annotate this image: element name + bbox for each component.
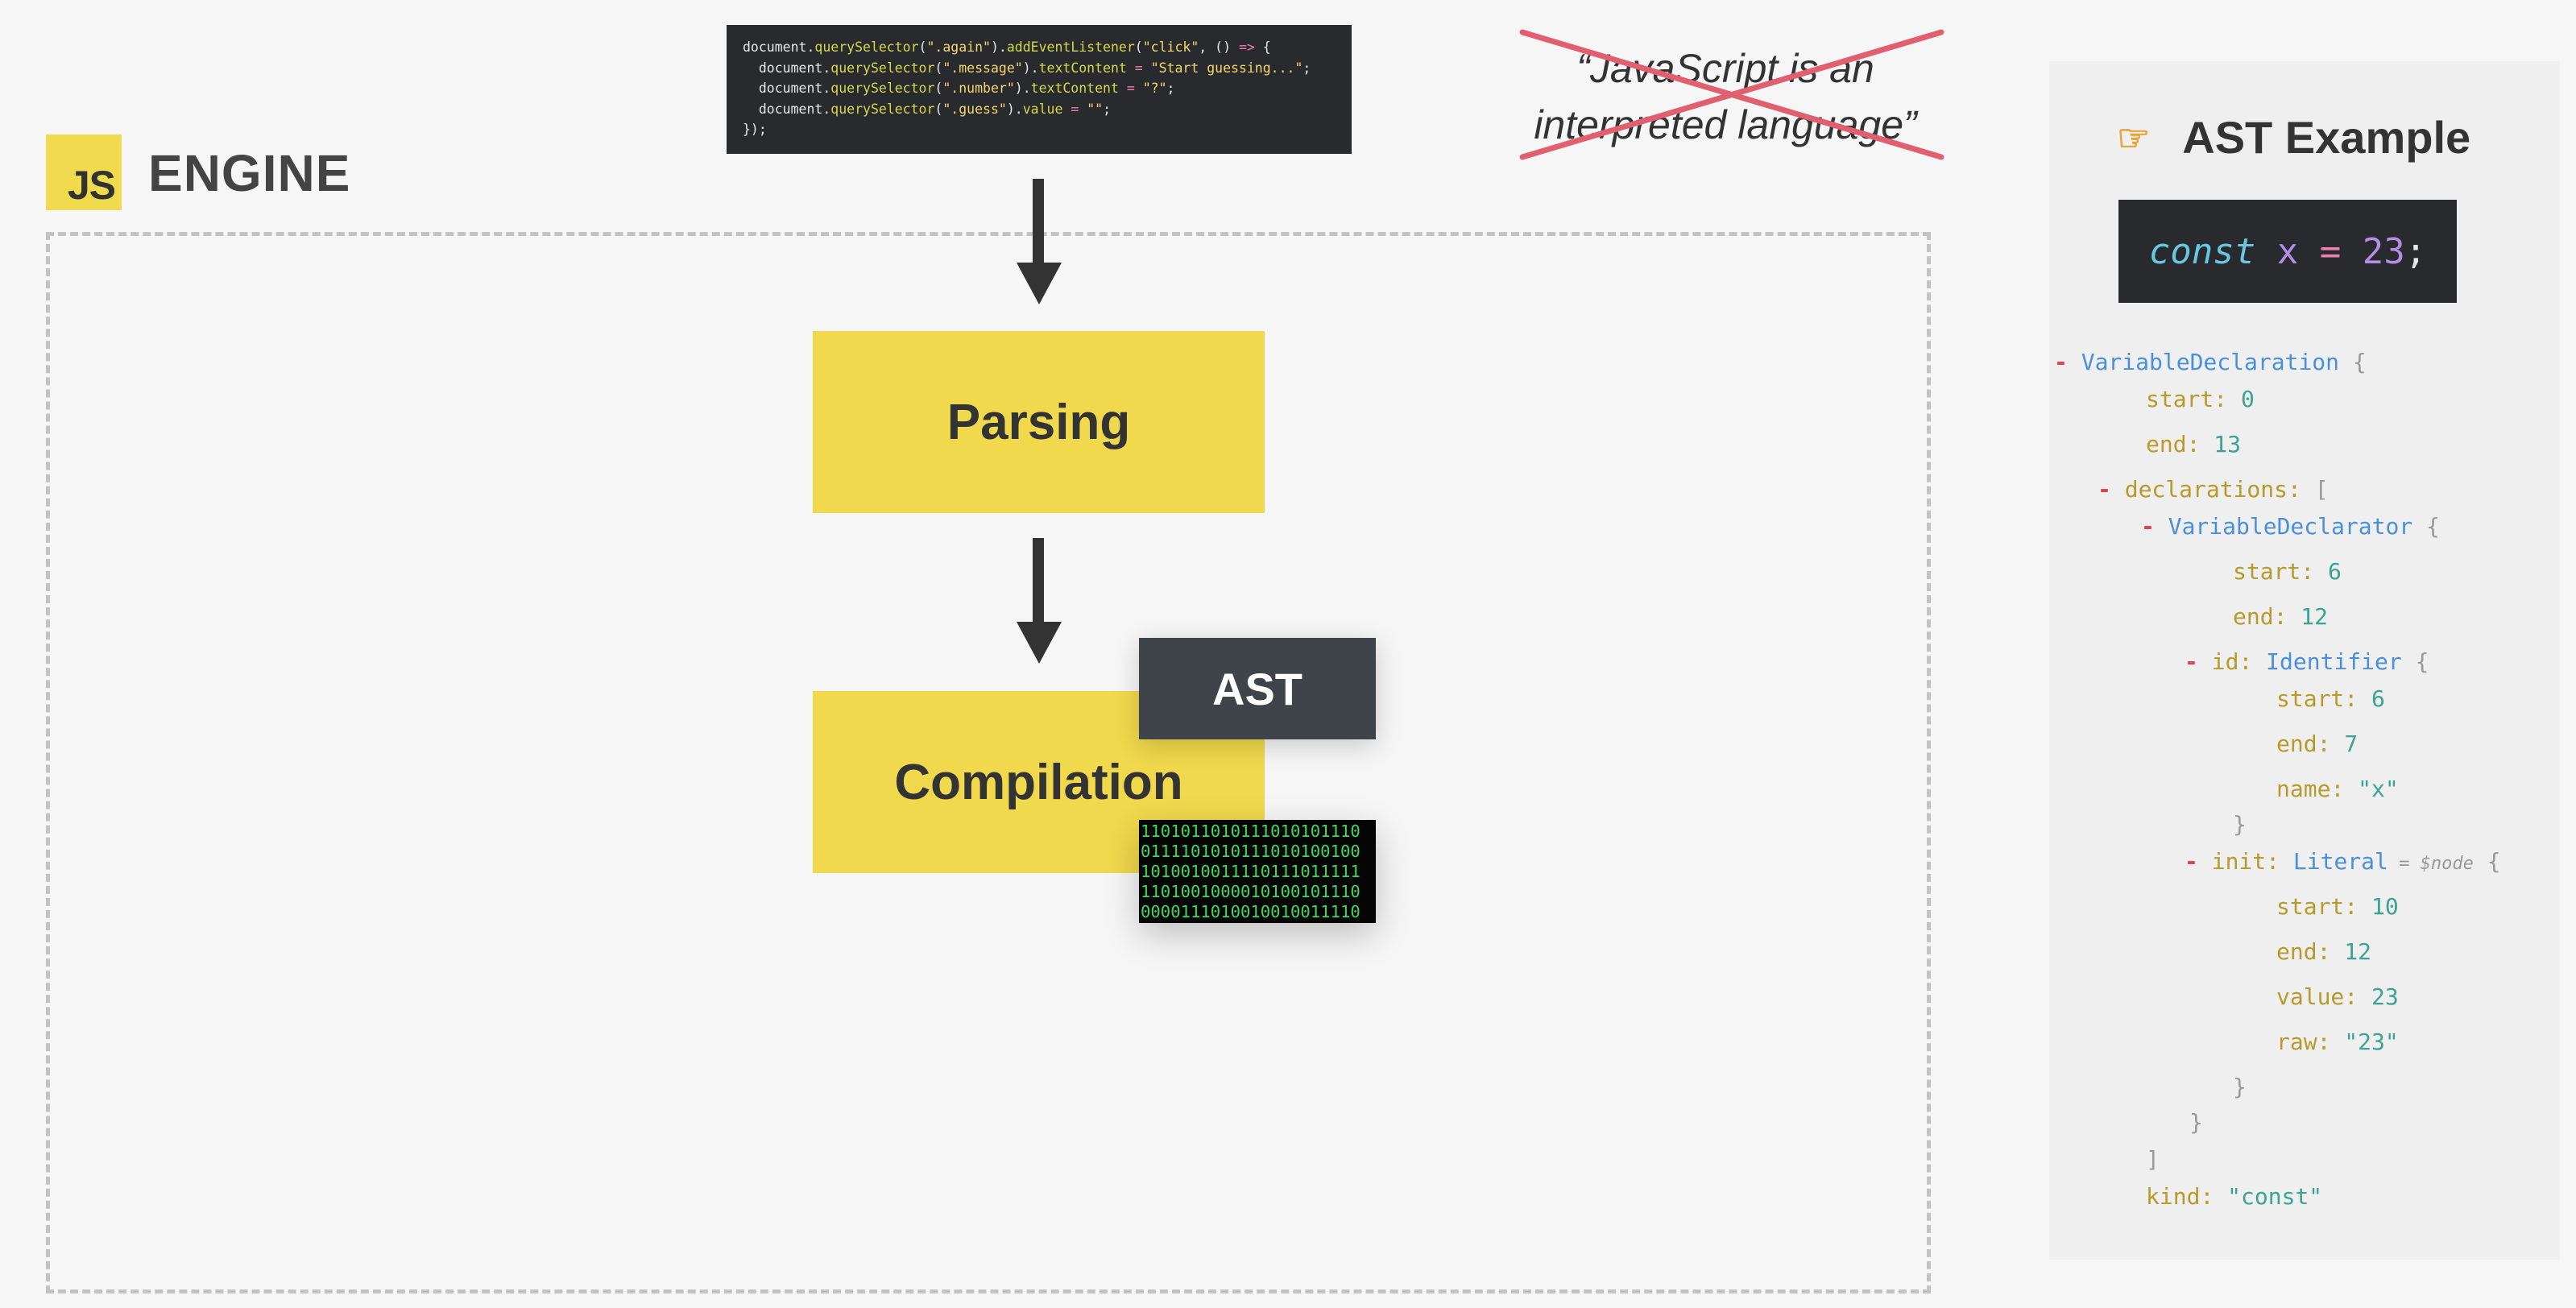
- const-code-box: const x = 23;: [2118, 200, 2457, 303]
- js-logo-text: JS: [67, 163, 116, 208]
- binary-line: 1101001000010100101110: [1141, 882, 1360, 901]
- ast-tree-row: name: "x": [2276, 776, 2399, 802]
- strike-line-2: [1519, 29, 1944, 160]
- parsing-label: Parsing: [946, 394, 1131, 450]
- ast-tree-row: - declarations: [: [2098, 476, 2329, 503]
- ast-tree-row: - VariableDeclaration {: [2054, 349, 2367, 375]
- code-semicolon: ;: [2404, 230, 2427, 272]
- ast-tree-row: start: 0: [2146, 386, 2255, 412]
- binary-line: 1101011010111010101110: [1141, 822, 1360, 841]
- arrow-down-icon: [1017, 538, 1062, 664]
- code-number: 23: [2362, 230, 2405, 272]
- engine-dashed-frame: [46, 232, 1931, 1294]
- ast-tree-row: }: [2233, 1074, 2247, 1100]
- ast-tree-row: }: [2189, 1109, 2203, 1136]
- quote-line-2: interpreted language”: [1534, 102, 1917, 147]
- ast-example-title: ☞ AST Example: [2117, 111, 2470, 164]
- binary-line: 1010010011110111011111: [1141, 862, 1360, 881]
- ast-tree-row: ]: [2146, 1146, 2160, 1173]
- ast-box: AST: [1139, 638, 1376, 739]
- code-variable: x: [2276, 230, 2299, 272]
- binary-line: 0111101010111010100100: [1141, 842, 1360, 861]
- engine-title: ENGINE: [148, 144, 351, 202]
- ast-tree-row: }: [2233, 811, 2247, 838]
- code-line: document.querySelector(".number").textCo…: [743, 81, 1175, 96]
- ast-tree-row: start: 10: [2276, 893, 2399, 920]
- compilation-label: Compilation: [894, 754, 1183, 810]
- code-operator: =: [2319, 230, 2342, 272]
- ast-tree-row: end: 12: [2276, 938, 2372, 965]
- code-snippet: document.querySelector(".again").addEven…: [727, 25, 1352, 154]
- ast-tree-row: kind: "const": [2146, 1183, 2323, 1210]
- code-line: });: [743, 122, 767, 137]
- ast-tree-row: - id: Identifier {: [2185, 648, 2429, 675]
- code-line: document.querySelector(".again").addEven…: [743, 39, 1271, 55]
- ast-tree-row: end: 12: [2233, 603, 2329, 630]
- code-keyword: const: [2148, 230, 2256, 272]
- ast-tree-row: end: 7: [2276, 731, 2359, 757]
- ast-tree-row: - init: Literal = $node {: [2185, 848, 2501, 875]
- ast-tree-row: start: 6: [2276, 685, 2385, 712]
- strike-through-cross: [1519, 29, 1944, 160]
- ast-tree-row: value: 23: [2276, 983, 2399, 1010]
- ast-label: AST: [1212, 663, 1302, 714]
- ast-tree-row: start: 6: [2233, 558, 2342, 585]
- js-logo: JS: [46, 135, 122, 210]
- binary-line: 0000111010010010011110: [1141, 902, 1360, 921]
- ast-tree-row: raw: "23": [2276, 1029, 2399, 1055]
- ast-tree-row: end: 13: [2146, 431, 2242, 457]
- pointing-hand-icon: ☞: [2117, 116, 2151, 159]
- code-line: document.querySelector(".message").textC…: [743, 60, 1311, 76]
- parsing-box: Parsing: [813, 331, 1265, 513]
- interpreted-language-quote: “JavaScript is an interpreted language”: [1508, 40, 1943, 153]
- code-line: document.querySelector(".guess").value =…: [743, 101, 1112, 117]
- ast-tree-row: - VariableDeclarator {: [2141, 513, 2440, 540]
- arrow-down-icon: [1017, 179, 1062, 304]
- ast-example-title-text: AST Example: [2182, 112, 2471, 163]
